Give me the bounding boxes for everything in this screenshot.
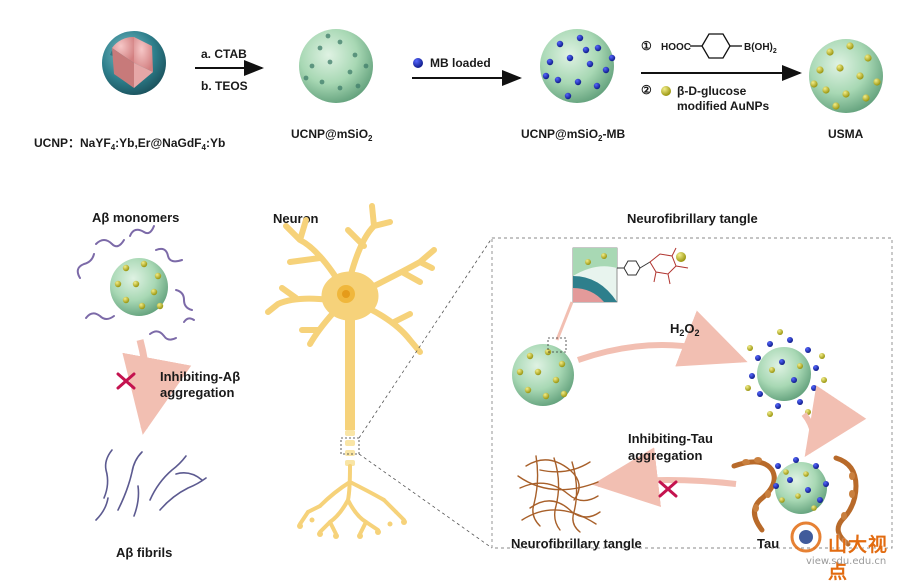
usma-particle (809, 39, 883, 113)
abeta-monomers-label: Aβ monomers (92, 210, 179, 225)
ucnp-msio2-label: UCNP@mSiO2 (291, 127, 373, 143)
step3-hooc: HOOC (661, 42, 691, 53)
watermark-logo-icon (790, 521, 822, 553)
schematic-diagram: UCNP：NaYF4:Yb,Er@NaGdF4:Yb a. CTAB b. TE… (34, 29, 893, 560)
benzene-ring-icon (690, 33, 742, 59)
inhibit-tau-line1: Inhibiting-Tau (628, 431, 713, 446)
usma-tau-particle (773, 457, 829, 514)
watermark-url-text: view.sdu.edu.cn (806, 556, 887, 567)
tau-label: Tau (757, 536, 779, 551)
inhibit-tau-line2: aggregation (628, 448, 702, 463)
neuron-label: Neuron (273, 211, 319, 226)
step3-line2: modified AuNPs (677, 99, 770, 113)
usma-label: USMA (828, 127, 864, 141)
step3-circle-2: ② (641, 83, 652, 97)
inhibit-abeta-x-icon (116, 372, 136, 390)
glucose-linker-structure (617, 247, 689, 285)
ucnp-particle (102, 31, 166, 95)
h2o2-label: H2O2 (670, 321, 700, 338)
tangle-panel-frame (491, 237, 893, 549)
zoom-line-top (358, 237, 493, 439)
ucnp-msio2-particle (299, 29, 373, 103)
inset-pointer (555, 301, 574, 341)
tangle-result-label: Neurofibrillary tangle (511, 536, 642, 551)
h2o2-arrow (577, 310, 748, 367)
tangle-panel-title: Neurofibrillary tangle (627, 211, 758, 226)
usma-particle-left (110, 258, 168, 316)
tau-binding-arrow (801, 385, 867, 457)
abeta-aggregation-arrow (122, 339, 192, 435)
step3-circle-1: ① (641, 39, 652, 53)
tau-beads (742, 457, 855, 520)
neurofibrillary-tangle-mesh (517, 455, 601, 533)
neuron-zoom-box (340, 437, 360, 455)
step3-line1: β-D-glucose (677, 84, 747, 98)
usma-released-particle (745, 329, 827, 417)
usma-particle-right (512, 344, 574, 406)
surface-zoom-box (547, 337, 567, 353)
figure-stage: UCNP：NaYF4:Yb,Er@NaGdF4:Yb a. CTAB b. TE… (34, 29, 893, 583)
au-dot-icon (661, 86, 671, 96)
abeta-fibrils-label: Aβ fibrils (116, 545, 172, 560)
ucnp-msio2-mb-label: UCNP@mSiO2-MB (521, 127, 625, 143)
step2-label: MB loaded (430, 56, 491, 70)
au-nanoparticle-icon (676, 252, 686, 262)
step1-label-a: a. CTAB (201, 47, 247, 61)
neuron-cell (265, 203, 437, 539)
inhibit-abeta-line1: Inhibiting-Aβ (160, 369, 240, 384)
ucnp-msio2-mb-particle (540, 29, 616, 103)
inhibit-abeta-line2: aggregation (160, 385, 234, 400)
step3-boh: B(OH)2 (744, 42, 777, 55)
ucnp-label: UCNP：NaYF4:Yb,Er@NaGdF4:Yb (34, 136, 225, 152)
abeta-fibrils (95, 449, 207, 521)
tau-aggregation-arrow (592, 447, 737, 508)
inhibit-tau-x-icon (658, 480, 678, 498)
abeta-monomer-strands (76, 225, 195, 341)
step1-label-b: b. TEOS (201, 79, 248, 93)
mb-dot-icon (413, 58, 423, 68)
surface-inset (572, 247, 618, 303)
